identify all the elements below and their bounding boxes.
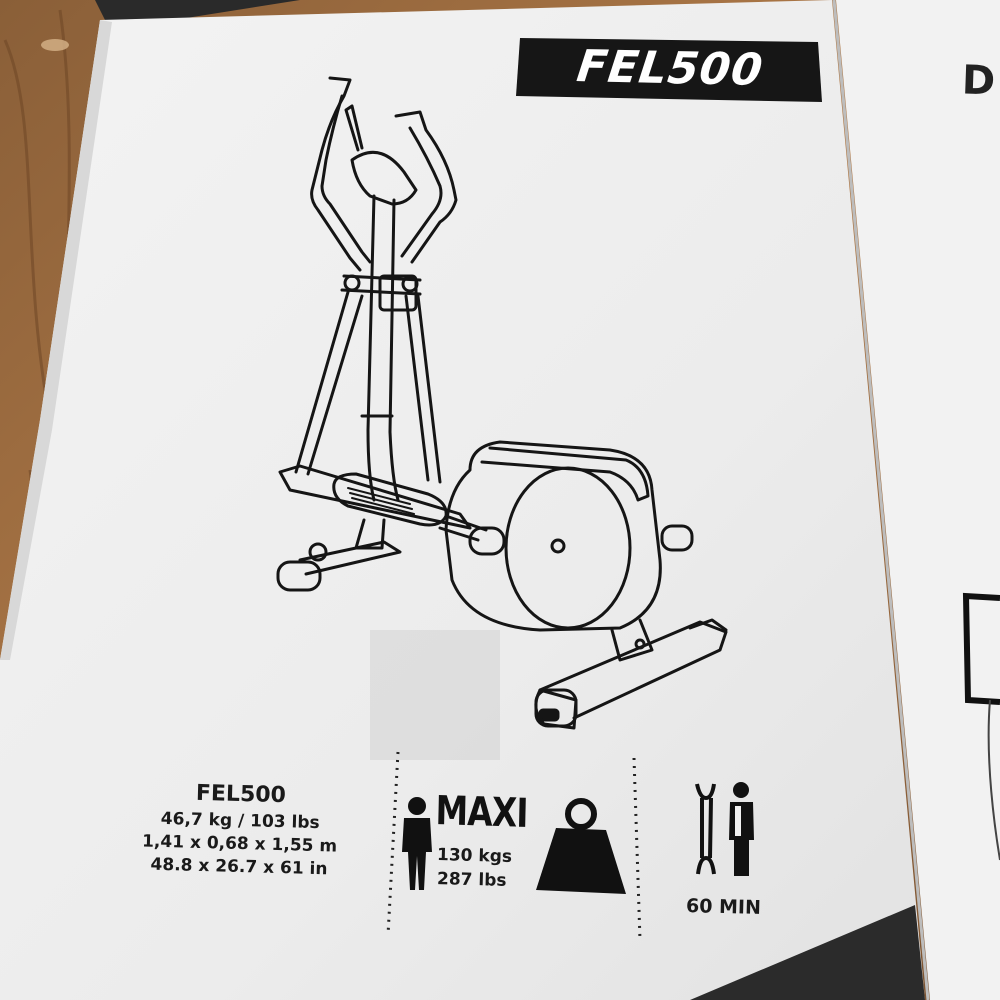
max-load-lbs: 287 lbs bbox=[436, 869, 507, 891]
weight-icon bbox=[536, 798, 626, 894]
elliptical-trainer-illustration bbox=[276, 76, 728, 730]
page-gutter bbox=[832, 0, 930, 1000]
next-page bbox=[836, 0, 1000, 1000]
wood-knot bbox=[41, 39, 69, 51]
next-page-heading-fragment: D bbox=[961, 57, 996, 105]
manual-page bbox=[0, 0, 925, 1000]
max-load-label: MAXI bbox=[435, 788, 529, 837]
product-specifications: FEL500 46,7 kg / 103 lbs 1,41 x 0,68 x 1… bbox=[129, 777, 352, 882]
max-load-kg: 130 kgs bbox=[436, 845, 513, 867]
bleed-through-qr bbox=[370, 630, 500, 760]
assembly-duration: 60 MIN bbox=[685, 895, 762, 919]
wrench-icon bbox=[695, 783, 716, 875]
person-silhouette-icon bbox=[402, 797, 432, 890]
cover-edge-bottom bbox=[690, 905, 925, 1000]
page-title: FEL500 bbox=[574, 41, 767, 96]
next-page-illustration bbox=[962, 592, 1000, 705]
title-banner bbox=[516, 38, 822, 102]
assembler-person-icon bbox=[729, 782, 754, 876]
page-curl-shadow bbox=[0, 20, 112, 660]
separator-left bbox=[386, 751, 400, 936]
next-page-illustration-line bbox=[987, 699, 1000, 861]
